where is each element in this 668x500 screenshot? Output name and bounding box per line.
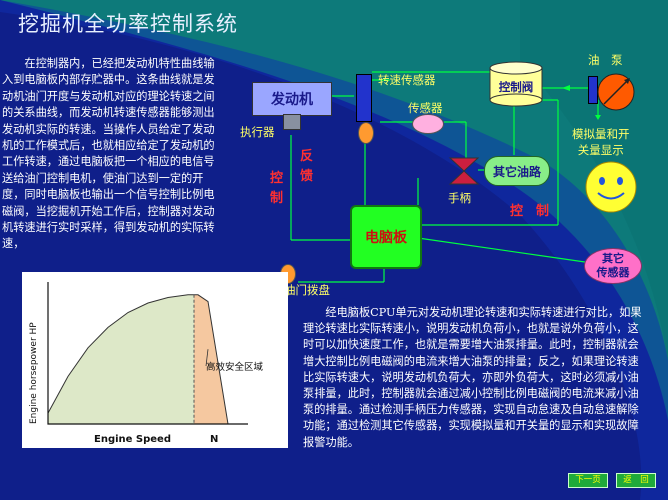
speed-sensor-probe	[358, 122, 374, 144]
other-sensors-box: 其它 传感器	[584, 248, 642, 284]
pump-label: 油 泵	[588, 53, 623, 67]
throttle-dial-label: 油门拨盘	[284, 283, 330, 297]
pump-icon	[597, 73, 635, 111]
engine-chart-svg: Engine horsepower HP Engine Speed N 高效安全…	[29, 282, 264, 445]
speed-sensor-bar	[356, 74, 372, 122]
chart-series-line	[47, 294, 229, 425]
engine-box: 发动机	[252, 82, 332, 116]
chart-annotation-pointer	[205, 349, 209, 367]
feedback-vertical-label: 反 馈	[300, 149, 314, 184]
chart-safe-zone	[194, 294, 228, 424]
chart-xlabel: Engine Speed	[94, 434, 171, 445]
sensor-bulb	[412, 114, 444, 134]
other-circuit-box: 其它油路	[484, 156, 550, 186]
engine-chart: Engine horsepower HP Engine Speed N 高效安全…	[22, 272, 288, 448]
handle-valve-icon	[448, 157, 480, 185]
bottom-paragraph: 经电脑板CPU单元对发动机理论转速和实际转速进行对比，如果理论转速比实际转速小，…	[303, 306, 642, 449]
control-valve-label: 控制阀	[498, 80, 534, 94]
back-button[interactable]: 返 回	[616, 473, 656, 488]
next-page-button[interactable]: 下一页	[568, 473, 608, 488]
actuator-label: 执行器	[240, 125, 275, 139]
chart-axes	[47, 282, 248, 425]
control-valve-cylinder	[489, 61, 543, 107]
left-paragraph: 在控制器内，已经把发动机特性曲线输入到电脑板内部存贮器中。这条曲线就是发动机油门…	[2, 57, 215, 251]
sensor-label: 传感器	[408, 101, 443, 115]
chart-annotation: 高效安全区域	[206, 361, 264, 373]
pump-connector	[588, 76, 598, 104]
chart-ylabel: Engine horsepower HP	[29, 322, 39, 424]
smiley-display-icon	[585, 161, 637, 213]
chart-area	[48, 294, 228, 424]
speed-sensor-label: 转速传感器	[378, 73, 436, 87]
display-label: 模拟量和开 关量显示	[572, 127, 630, 157]
computer-board-box: 电脑板	[350, 205, 422, 269]
chart-x-end-label: N	[210, 434, 218, 445]
control-vertical-label: 控 制	[270, 171, 284, 206]
control-horizontal-label: 控 制	[510, 204, 550, 219]
handle-label: 手柄	[448, 191, 471, 205]
actuator-block	[283, 114, 301, 130]
page-title: 挖掘机全功率控制系统	[18, 12, 238, 36]
